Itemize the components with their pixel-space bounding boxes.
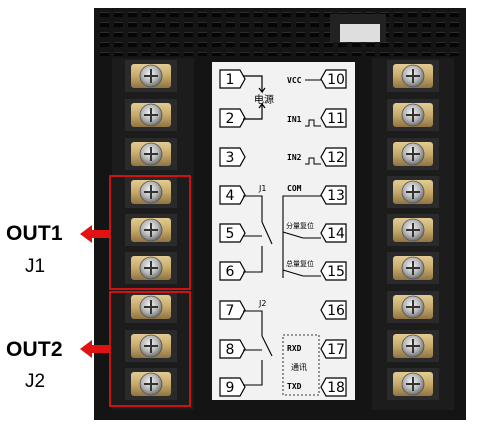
vcc-label: VCC	[287, 76, 302, 85]
out2-arrow-icon	[80, 340, 110, 358]
terminal-label-7: 7	[219, 300, 246, 320]
txd-label: TXD	[287, 382, 302, 391]
terminal-label-16: 16	[320, 300, 347, 320]
j2-relay-contacts	[243, 310, 273, 386]
terminal-label-18: 18	[320, 377, 347, 397]
terminal-label-12-number: 12	[327, 150, 345, 166]
j1-label: J1	[258, 184, 266, 193]
terminal-label-1: 1	[219, 69, 246, 89]
in2-pulse-symbol	[305, 157, 321, 165]
vent-strip	[100, 10, 460, 56]
terminal-label-1-number: 1	[226, 72, 235, 88]
in1-label: IN1	[287, 115, 302, 124]
terminal-label-12: 12	[320, 147, 347, 167]
out1-arrow-icon	[80, 225, 110, 243]
terminal-label-8-number: 8	[226, 342, 235, 358]
screw-terminal-left-5[interactable]	[125, 214, 177, 246]
terminal-label-13: 13	[320, 185, 347, 205]
terminal-label-13-number: 13	[327, 188, 345, 204]
terminal-label-2: 2	[219, 108, 246, 128]
power-label: 电源	[254, 93, 274, 106]
terminal-label-8: 8	[219, 339, 246, 359]
terminal-label-2-number: 2	[226, 111, 235, 127]
partial-reset-label: 分量复位	[286, 221, 314, 230]
in2-label: IN2	[287, 153, 302, 162]
terminal-label-9: 9	[219, 377, 246, 397]
terminal-label-5: 5	[219, 223, 246, 243]
j2-callout-label: J2	[25, 371, 46, 392]
terminal-label-10-number: 10	[327, 72, 345, 88]
j2-label: J2	[258, 299, 266, 308]
screw-terminal-left-8[interactable]	[125, 330, 177, 362]
screw-terminal-right-11[interactable]	[387, 99, 439, 131]
terminal-label-15-number: 15	[327, 264, 345, 280]
out2-label: OUT2	[6, 338, 63, 361]
screw-terminal-right-17[interactable]	[387, 330, 439, 362]
terminal-label-5-number: 5	[226, 226, 235, 242]
rxd-label: RXD	[287, 344, 302, 353]
com-label: COM	[287, 184, 302, 193]
terminal-label-15: 15	[320, 261, 347, 281]
terminal-label-3: 3	[219, 147, 246, 167]
terminal-label-3-number: 3	[226, 150, 235, 166]
terminal-label-9-number: 9	[226, 380, 235, 396]
terminal-label-17-number: 17	[327, 342, 345, 358]
in1-pulse-symbol	[305, 119, 321, 127]
terminal-label-4: 4	[219, 185, 246, 205]
screw-terminal-left-3[interactable]	[125, 138, 177, 170]
terminal-label-17: 17	[320, 339, 347, 359]
terminal-label-18-number: 18	[327, 380, 345, 396]
screw-terminal-right-10[interactable]	[387, 60, 439, 92]
j1-callout-label: J1	[25, 256, 46, 277]
terminal-label-11-number: 11	[327, 111, 345, 127]
screw-terminal-right-16[interactable]	[387, 291, 439, 323]
screw-terminal-right-14[interactable]	[387, 214, 439, 246]
power-wiring	[243, 75, 266, 120]
terminal-label-10: 10	[320, 69, 347, 89]
terminal-label-14-number: 14	[327, 226, 345, 242]
out1-label: OUT1	[6, 222, 63, 245]
terminal-label-6-number: 6	[226, 264, 235, 280]
comm-label: 通讯	[291, 362, 307, 372]
screw-terminal-right-12[interactable]	[387, 138, 439, 170]
terminal-label-14: 14	[320, 223, 347, 243]
terminal-label-6: 6	[219, 261, 246, 281]
screw-terminal-left-6[interactable]	[125, 252, 177, 284]
screw-terminal-right-18[interactable]	[387, 368, 439, 400]
j1-relay-contacts	[243, 195, 273, 273]
screw-terminal-left-2[interactable]	[125, 99, 177, 131]
screw-terminal-left-1[interactable]	[125, 60, 177, 92]
terminal-label-11: 11	[320, 108, 347, 128]
total-reset-label: 总量复位	[286, 259, 314, 268]
terminal-label-4-number: 4	[226, 188, 235, 204]
screw-terminal-left-9[interactable]	[125, 368, 177, 400]
comm-dashed-box	[282, 334, 320, 396]
screw-terminal-left-4[interactable]	[125, 176, 177, 208]
terminal-label-7-number: 7	[226, 303, 235, 319]
screw-terminal-left-7[interactable]	[125, 291, 177, 323]
screw-terminal-right-13[interactable]	[387, 176, 439, 208]
screw-terminal-right-15[interactable]	[387, 252, 439, 284]
terminal-label-16-number: 16	[327, 303, 345, 319]
